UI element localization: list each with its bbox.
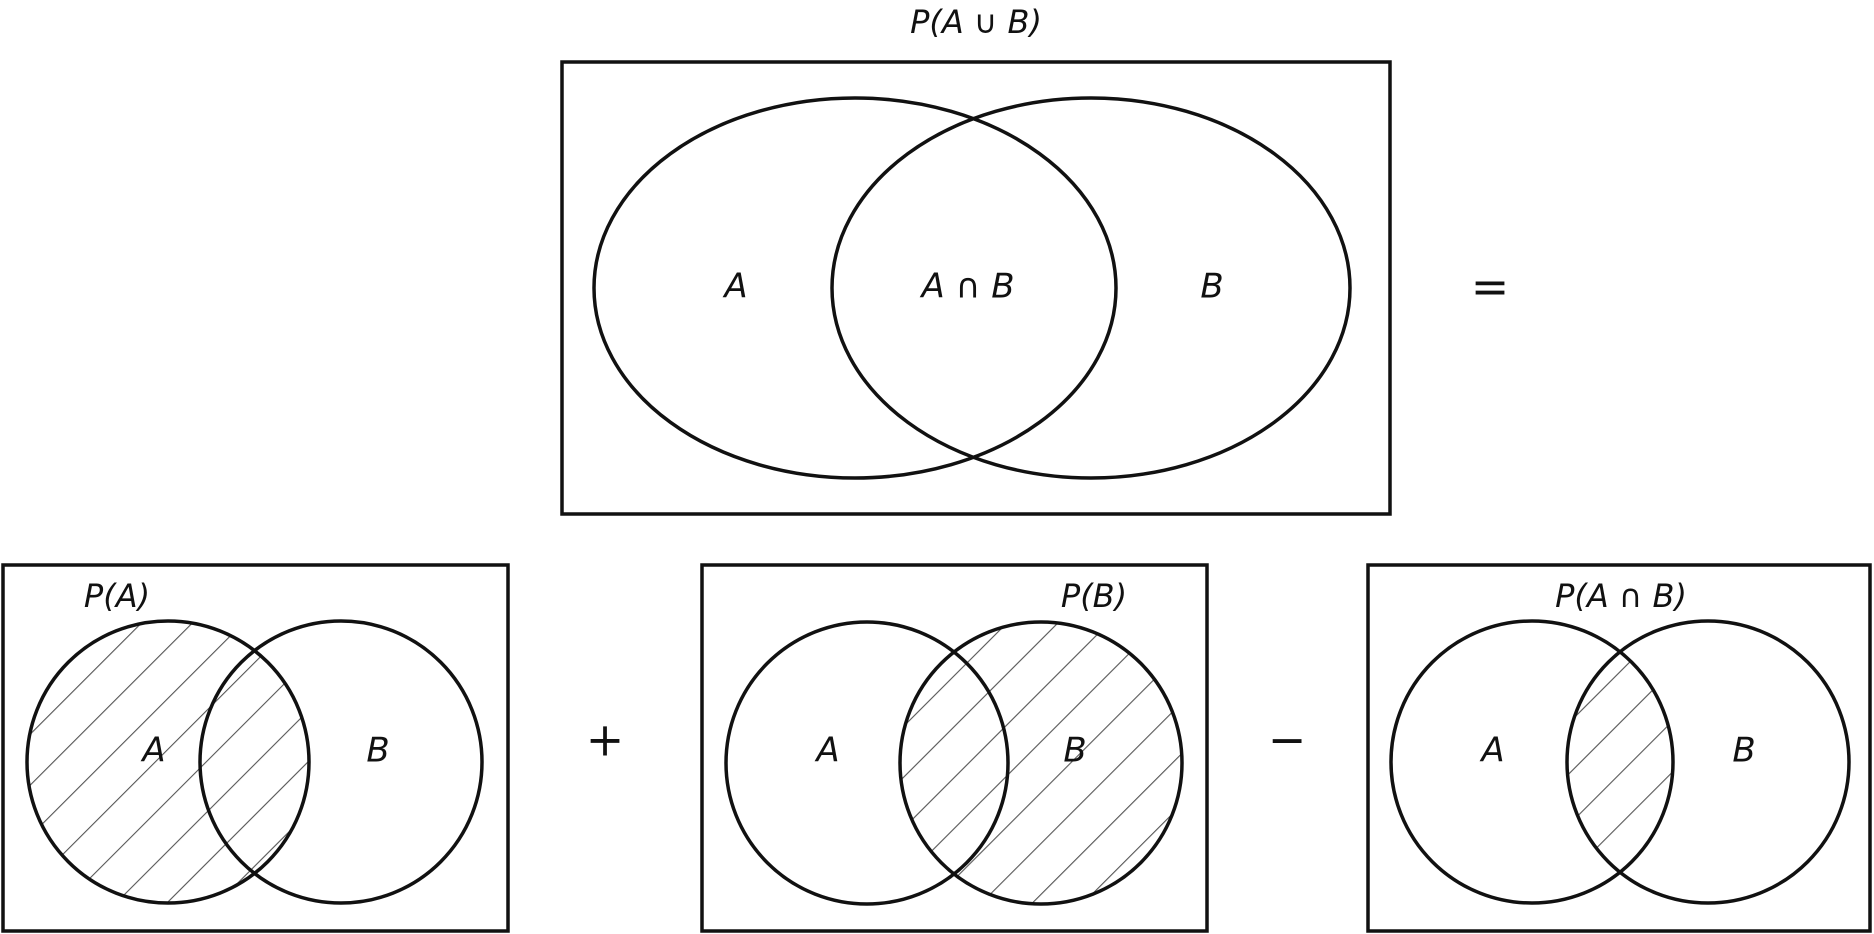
panel-ab-shading-intersection — [1567, 621, 1673, 903]
panel-b-shading-b — [900, 622, 1182, 904]
panel-a-label-b: B — [366, 731, 389, 771]
panel-b-frame — [700, 563, 1209, 933]
equals-sign: = — [1471, 260, 1510, 314]
panel-ab-label-b: B — [1732, 731, 1755, 771]
panel-ab-title: P(A ∩ B) — [1555, 577, 1687, 615]
panel-b-title: P(B) — [1061, 577, 1127, 615]
top-label-intersection: A ∩ B — [919, 267, 1014, 307]
panel-ab-circle-b — [1565, 619, 1851, 905]
panel-b-label-a: A — [814, 731, 839, 771]
set-a-ellipse — [592, 96, 1118, 480]
panel-b-label-b: B — [1063, 731, 1086, 771]
panel-a-circle-b — [198, 619, 484, 905]
panel-a-label-a: A — [140, 731, 165, 771]
top-panel-frame — [560, 60, 1392, 516]
panel-b-circle-b — [898, 620, 1184, 906]
panel-ab-circle-a — [1389, 619, 1675, 905]
top-label-a: A — [722, 267, 747, 307]
union-probability-title: P(A ∪ B) — [910, 3, 1042, 41]
panel-a-title: P(A) — [84, 577, 150, 615]
panel-a-frame — [1, 563, 510, 933]
minus-sign: − — [1268, 713, 1307, 767]
panel-b-circle-a — [724, 620, 1010, 906]
panel-a-circle-a — [25, 619, 311, 905]
plus-sign: + — [586, 713, 625, 767]
panel-ab-frame — [1366, 563, 1872, 933]
top-label-b: B — [1200, 267, 1223, 307]
set-b-ellipse — [830, 96, 1352, 480]
panel-a-shading-a — [27, 621, 309, 903]
panel-ab-label-a: A — [1479, 731, 1504, 771]
